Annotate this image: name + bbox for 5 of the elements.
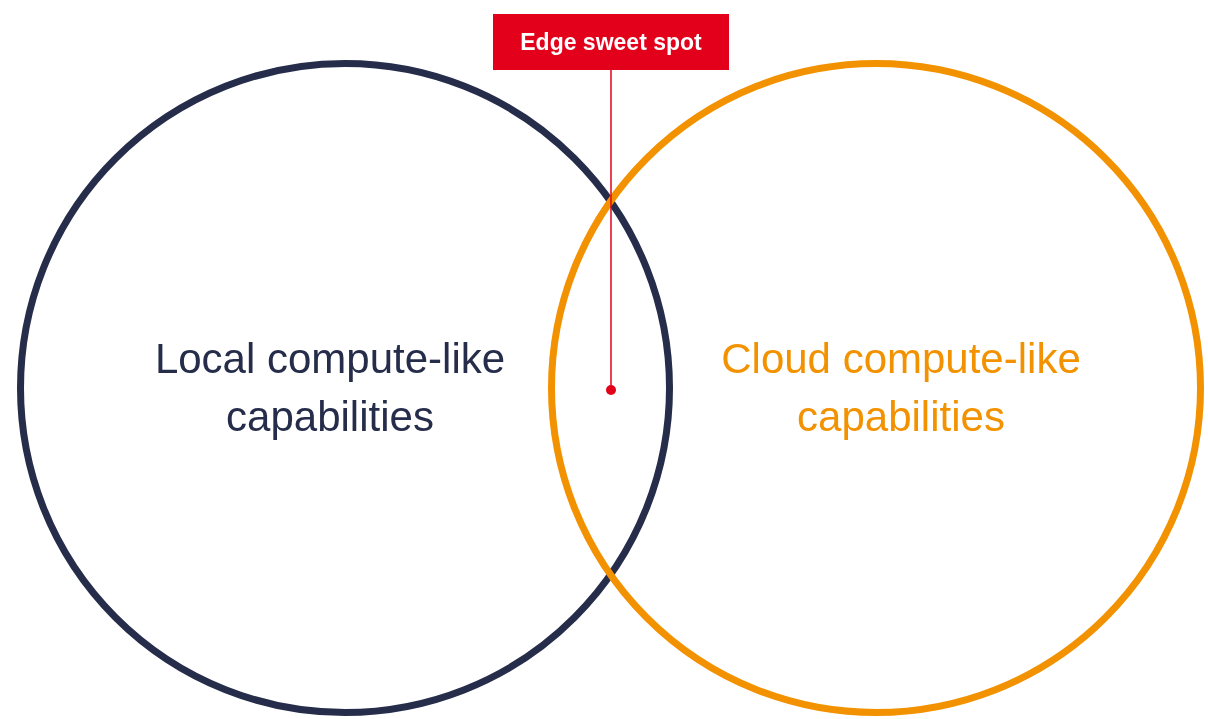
circle-label: Cloud compute-like capabilities bbox=[720, 334, 1082, 442]
circle-label: Local compute-like capabilities bbox=[153, 334, 507, 442]
leader-line bbox=[610, 69, 612, 386]
dot-marker bbox=[606, 385, 616, 395]
callout-label: Edge sweet spot bbox=[493, 14, 729, 70]
